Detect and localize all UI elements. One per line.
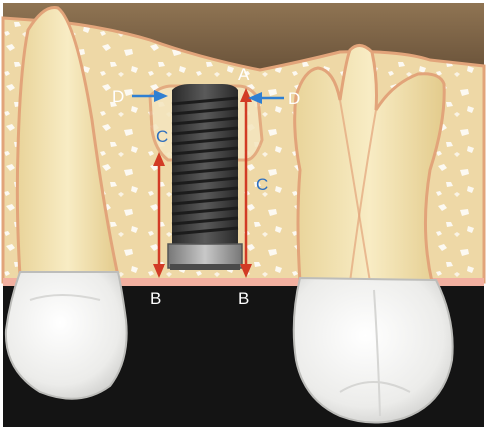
label-d-right: D xyxy=(288,89,300,108)
right-tooth-roots xyxy=(295,45,445,282)
label-c-right: C xyxy=(256,175,268,194)
label-b-left: B xyxy=(150,289,161,308)
dental-implant-icon xyxy=(168,84,242,270)
left-tooth-crown xyxy=(6,272,127,399)
label-b-right: B xyxy=(238,289,249,308)
label-c-left: C xyxy=(156,127,168,146)
label-a: A xyxy=(238,65,250,84)
right-tooth-crown xyxy=(294,278,453,423)
label-d-left: D xyxy=(112,87,124,106)
